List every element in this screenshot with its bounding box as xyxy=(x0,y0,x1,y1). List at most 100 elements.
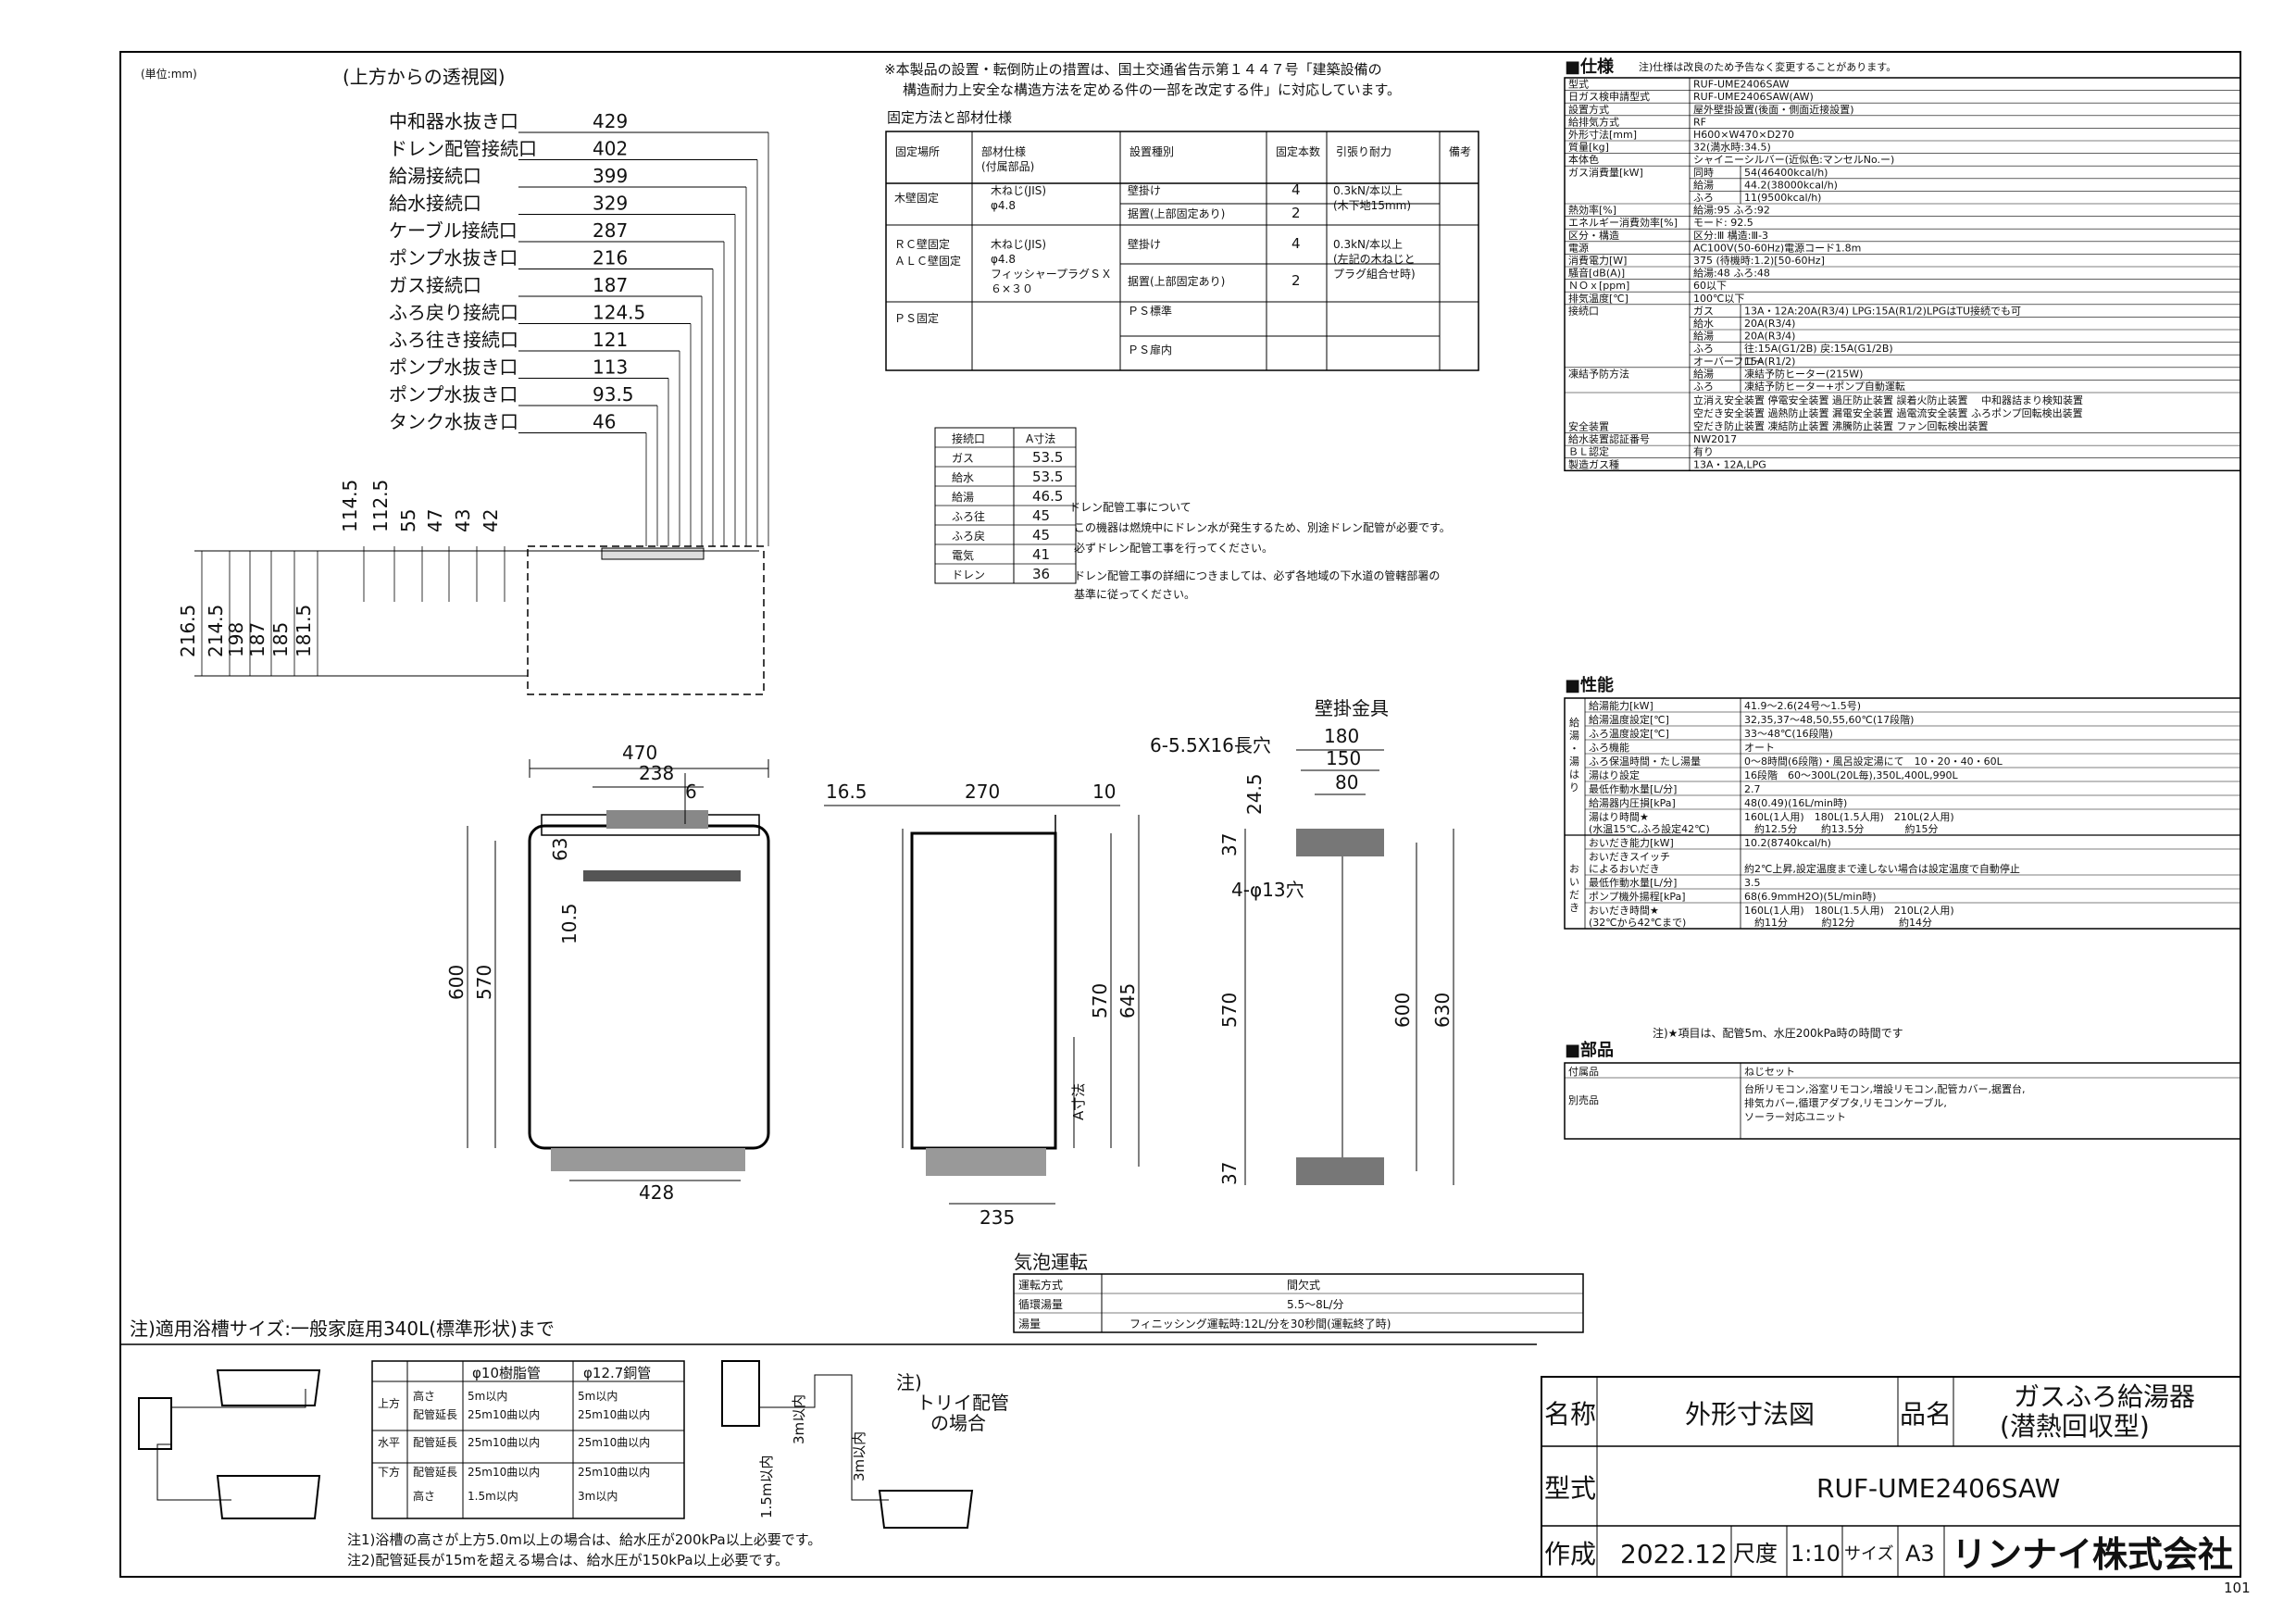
bubble-value: 5.5～8L/分 xyxy=(1287,1298,1343,1311)
water-heater-shape xyxy=(138,1397,172,1450)
bubble-item: 運転方式 xyxy=(1018,1278,1063,1292)
a-dim-port: ドレン xyxy=(952,568,985,581)
spec-value: H600×W470×D270 xyxy=(1693,129,1794,141)
trap-heater-shape xyxy=(721,1360,760,1427)
perf-item: おいだきスイッチによるおいだき xyxy=(1589,851,1670,875)
connection-value: 93.5 xyxy=(593,383,634,406)
a-dim-port: 給水 xyxy=(952,471,974,484)
spec-value: RUF-UME2406SAW(AW) xyxy=(1693,91,1814,103)
bubble-value: 間欠式 xyxy=(1287,1278,1320,1292)
spec-item: 質量[kg] xyxy=(1568,141,1609,154)
fixing-header: 固定場所 xyxy=(895,144,940,158)
spec-sub: ガス xyxy=(1693,305,1714,317)
parts-value: ねじセット xyxy=(1744,1066,1795,1078)
connection-label: 給水接続口 xyxy=(389,193,481,215)
connection-value: 399 xyxy=(593,165,628,187)
a-dim-value: 45 xyxy=(1032,527,1050,543)
name-label: 名称 xyxy=(1544,1399,1596,1430)
connection-label: ドレン配管接続口 xyxy=(389,138,537,160)
depth-dimension: 185 xyxy=(269,622,292,657)
top-view-drawing xyxy=(194,545,765,695)
spec-value: 往:15A(G1/2B) 戻:15A(G1/2B) xyxy=(1744,342,1893,355)
perf-item: ふろ温度設定[℃] xyxy=(1589,727,1669,740)
perf-footnote: 注)★項目は、配管5m、水圧200kPa時の時間です xyxy=(1653,1026,1903,1040)
a-dim-header: 接続口 xyxy=(952,431,985,445)
perf-value: オート xyxy=(1744,742,1775,754)
connection-value: 46 xyxy=(593,411,616,433)
spec-sub: ふろ xyxy=(1693,343,1714,355)
a-dim-port: 給湯 xyxy=(952,491,974,504)
bracket-180: 180 xyxy=(1324,725,1359,747)
spec-value: AC100V(50-60Hz)電源コード1.8m xyxy=(1693,241,1861,254)
drain-note-1: ドレン配管工事について xyxy=(1069,500,1192,514)
side-bottom: 235 xyxy=(980,1206,1015,1229)
a-dim-value: 45 xyxy=(1032,507,1050,524)
spec-item: 消費電力[W] xyxy=(1568,254,1627,267)
fixing-header: 備考 xyxy=(1449,144,1471,158)
perf-item: 給湯能力[kW] xyxy=(1589,699,1653,712)
performance-table: 給湯・湯はりおいだき給湯能力[kW]41.9～2.6(24号～1.5号)給湯温度… xyxy=(1564,697,2241,930)
fixing-type: 据置(上部固定あり) xyxy=(1128,274,1225,288)
trap-dim-2: 3m以内 xyxy=(851,1431,867,1481)
spec-item: 型式 xyxy=(1568,78,1589,91)
fixing-count: 2 xyxy=(1292,272,1301,289)
depth-dimension: 214.5 xyxy=(205,605,227,657)
spec-value: 有り xyxy=(1693,445,1714,458)
fixing-table: 固定場所部材仕様(付属部品)設置種別固定本数引張り耐力備考木壁固定木ねじ(JIS… xyxy=(885,131,1479,371)
vertical-dimension: 43 xyxy=(452,509,474,532)
perf-item: 湯はり時間★(水温15℃,ふろ設定42℃) xyxy=(1589,811,1710,835)
front-10-5: 10.5 xyxy=(558,903,580,944)
bracket-bottom xyxy=(1296,1157,1384,1185)
spec-item: 製造ガス種 xyxy=(1568,457,1619,470)
bath-resin: 25m10曲以内 xyxy=(468,1466,540,1479)
spec-value: 100℃以下 xyxy=(1693,293,1744,305)
perf-item: 最低作動水量[L/分] xyxy=(1589,782,1677,795)
spec-value: RF xyxy=(1693,116,1706,128)
fixing-strength: 0.3kN/本以上(木下地15mm) xyxy=(1333,184,1411,212)
spec-item: ＢＬ認定 xyxy=(1568,445,1609,458)
depth-dimension: 181.5 xyxy=(293,605,315,657)
perf-value: 10.2(8740kcal/h) xyxy=(1744,837,1831,849)
spec-item: 凍結予防方法 xyxy=(1568,367,1629,380)
spec-item: 熱効率[%] xyxy=(1568,204,1616,217)
spec-value: 凍結予防ヒーター(215W) xyxy=(1744,367,1863,380)
a-dim-port: ふろ戻 xyxy=(952,530,985,543)
connection-label: タンク水抜き口 xyxy=(389,411,518,433)
fixing-type: ＰＳ標準 xyxy=(1128,304,1172,318)
drain-note-3: 必ずドレン配管工事を行ってください。 xyxy=(1074,541,1273,555)
spec-value: 給湯:48 ふろ:48 xyxy=(1693,267,1770,280)
parts-table: 付属品ねじセット別売品台所リモコン,浴室リモコン,増設リモコン,配管カバー,据置… xyxy=(1564,1062,2241,1140)
bath-note-1: 注1)浴槽の高さが上方5.0m以上の場合は、給水圧が200kPa以上必要です。 xyxy=(347,1531,821,1548)
spec-item: 給排気方式 xyxy=(1568,115,1619,128)
a-dim-port: 電気 xyxy=(952,548,974,562)
vertical-dimension: 42 xyxy=(480,509,502,532)
vertical-dimension: 114.5 xyxy=(339,480,361,532)
spec-item: 安全装置 xyxy=(1568,420,1609,433)
depth-dimension: 198 xyxy=(225,622,247,657)
spec-value: 屋外壁掛設置(後面・側面近接設置) xyxy=(1693,103,1854,116)
spec-sub: ふろ xyxy=(1693,381,1714,393)
notice-line-1: ※本製品の設置・転倒防止の措置は、国土交通省告示第１４４７号「建築設備の xyxy=(884,61,1382,78)
bracket-37a: 37 xyxy=(1218,833,1241,856)
a-dim-port: ふろ往 xyxy=(952,509,985,523)
connection-value: 187 xyxy=(593,274,628,296)
perf-item: おいだき時間★(32℃から42℃まで) xyxy=(1589,905,1686,929)
spec-value: 60以下 xyxy=(1693,280,1727,292)
bath-kind: 配管延長 xyxy=(413,1465,457,1479)
spec-value: 20A(R3/4) xyxy=(1744,318,1795,330)
perf-value: 160L(1人用) 180L(1.5人用) 210L(2人用) 約12.5分 約… xyxy=(1744,811,1954,835)
spec-value: 15A(R1/2) xyxy=(1744,356,1795,368)
spec-sub: 給湯 xyxy=(1693,367,1714,380)
bracket-view: 壁掛金具 6-5.5X16長穴 180 150 80 24.5 37 4-φ13… xyxy=(1150,697,1454,1185)
spec-item: 本体色 xyxy=(1568,153,1599,166)
trap-note-1: 注) xyxy=(896,1371,922,1393)
front-63: 63 xyxy=(549,838,571,861)
bubble-title: 気泡運転 xyxy=(1014,1251,1088,1273)
parts-title: ■部品 xyxy=(1565,1040,1614,1060)
fixing-place: 木壁固定 xyxy=(894,191,939,205)
bracket-150: 150 xyxy=(1326,747,1361,769)
spec-value: RUF-UME2406SAW xyxy=(1693,79,1790,91)
